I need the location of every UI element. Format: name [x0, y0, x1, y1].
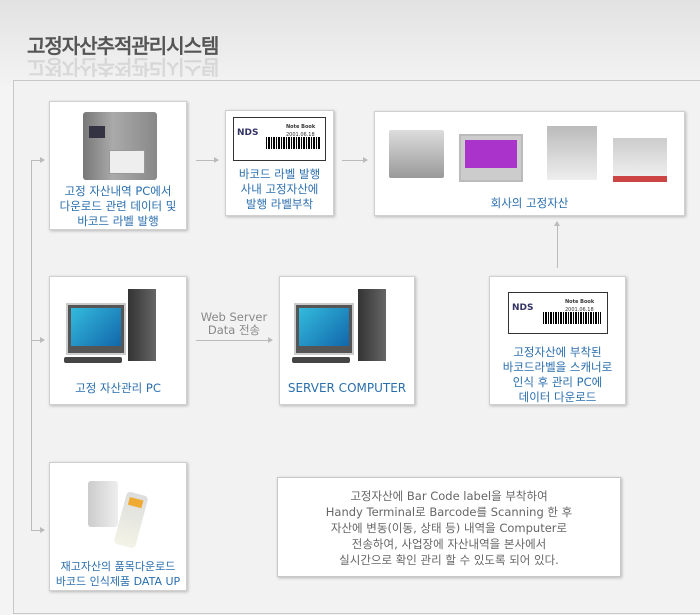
server-caption: SERVER COMPUTER: [287, 381, 407, 395]
label-caption-1: 바코드 라벨 발행: [238, 167, 321, 181]
scan-caption-3: 인식 후 관리 PC에: [512, 375, 603, 389]
note-line-5: 실시간으로 확인 관리 할 수 있도록 되어 있다.: [339, 553, 559, 567]
card-management-pc: 고정 자산관리 PC: [49, 276, 187, 405]
arrow-to-printer: [31, 157, 45, 163]
handy-caption-1: 재고자산의 품목다운로드: [60, 560, 176, 573]
pc-caption: 고정 자산관리 PC: [75, 381, 161, 395]
pc-tower-image: [128, 289, 156, 361]
asset-scale-image: [613, 138, 667, 182]
arrow-printer-label: [196, 157, 219, 163]
scan-label-image: NDS Note Book 2001.06.18: [508, 292, 608, 334]
arrow-pc-server: [196, 337, 273, 343]
scan-label-date: 2001.06.18: [565, 307, 594, 313]
connector-vertical: [31, 160, 32, 531]
printer-caption-2: 다운로드 관련 데이터 및: [59, 199, 177, 213]
note-line-2: Handy Terminal로 Barcode를 Scanning 한 후: [325, 505, 573, 519]
printer-image: [83, 112, 157, 180]
card-company-assets: 회사의 고정자산: [374, 111, 685, 216]
scan-label-item: Note Book: [565, 299, 595, 305]
label-item: Note Book: [286, 124, 316, 130]
pc-keyboard-image: [64, 357, 122, 363]
scan-barcode-icon: [543, 312, 601, 324]
barcode-label-image: NDS Note Book 2001.06.18: [233, 117, 326, 161]
handy-terminal-image: [113, 491, 149, 549]
web-server-line2: Data 전송: [207, 323, 261, 337]
description-box: 고정자산에 Bar Code label을 부착하여 Handy Termina…: [277, 477, 621, 577]
web-server-line1: Web Server: [200, 310, 268, 324]
label-caption-2: 사내 고정자산에: [240, 182, 319, 196]
cradle-image: [88, 481, 118, 527]
page-title: 고정자산추적관리시스템: [27, 34, 219, 58]
assets-caption: 회사의 고정자산: [490, 196, 569, 210]
pc-monitor-image: [66, 303, 126, 355]
asset-machine-image: [389, 130, 444, 178]
arrow-to-pc: [31, 337, 45, 343]
note-line-4: 전송하여, 사업장에 자산내역을 본사에서: [351, 537, 547, 551]
arrow-label-assets: [342, 157, 368, 163]
note-line-1: 고정자산에 Bar Code label을 부착하여: [350, 489, 548, 503]
server-monitor-image: [294, 303, 354, 355]
asset-monitor-image: [459, 134, 523, 182]
nds-logo: NDS: [237, 128, 259, 138]
handy-caption-2: 바코드 인식제품 DATA UP: [55, 575, 181, 588]
scan-caption-2: 바코드라벨을 스캐너로: [502, 360, 613, 374]
asset-equipment-image: [547, 126, 597, 180]
printer-caption-3: 바코드 라벨 발행: [77, 214, 159, 228]
barcode-icon: [266, 137, 321, 149]
scan-caption-4: 데이터 다운로드: [518, 390, 597, 404]
server-keyboard-image: [292, 357, 350, 363]
server-tower-image: [358, 289, 386, 361]
label-date: 2001.06.18: [286, 132, 315, 138]
card-server-computer: SERVER COMPUTER: [279, 276, 415, 405]
arrow-scan-assets: [554, 221, 560, 268]
title-reflection: 고정자산추적관리시스템: [27, 55, 219, 79]
note-line-3: 자산에 변동(이동, 상태 등) 내역을 Computer로: [330, 521, 568, 535]
arrow-to-handy: [31, 527, 45, 533]
label-caption-3: 발행 라벨부착: [245, 197, 314, 211]
printer-caption-1: 고정 자산내역 PC에서: [64, 184, 172, 198]
scan-caption-1: 고정자산에 부착된: [513, 345, 602, 359]
scan-nds-logo: NDS: [512, 303, 534, 313]
